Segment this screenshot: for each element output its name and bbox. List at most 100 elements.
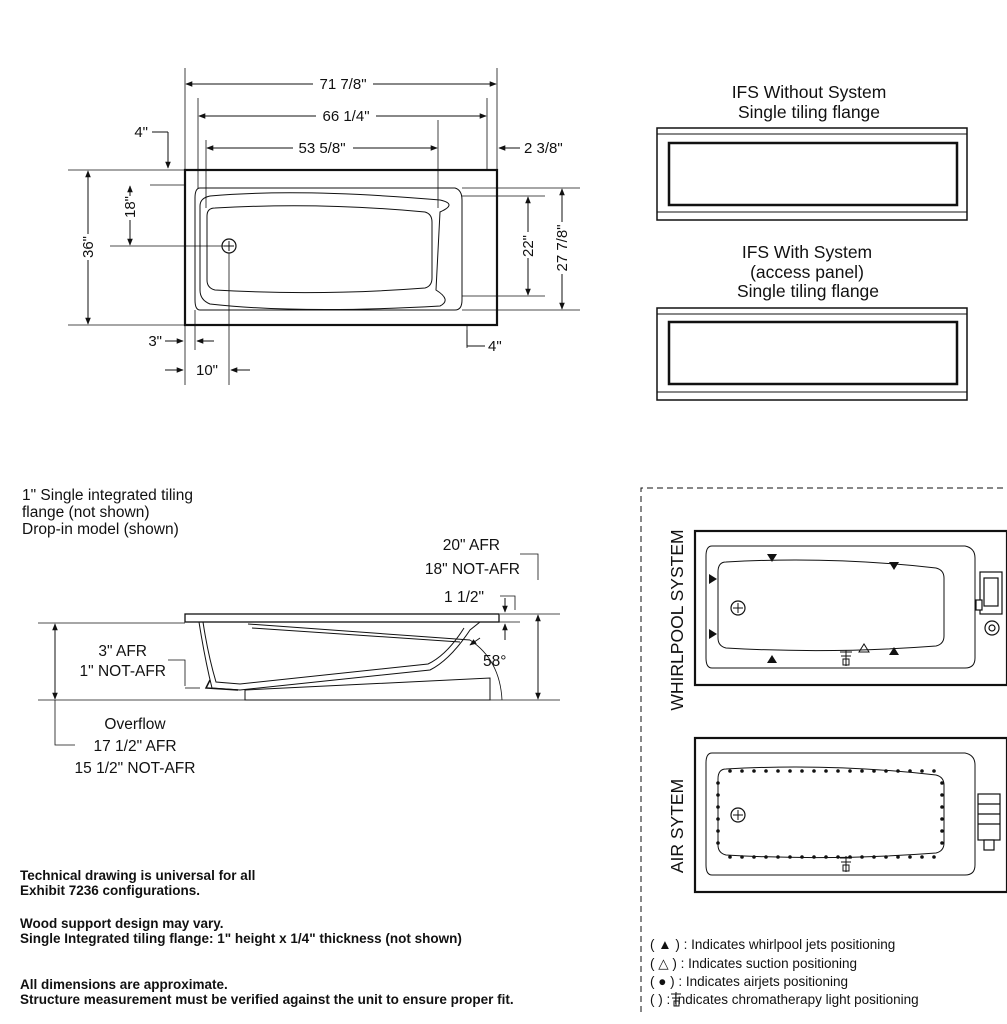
dim-basin-width: 22" (520, 235, 537, 257)
dim-inner-width: 27 7/8" (554, 224, 571, 271)
airjet-icon (884, 855, 888, 859)
ifs-panels: IFS Without System Single tiling flange … (656, 82, 968, 401)
whirlpool-system-label: WHIRLPOOL SYSTEM (667, 529, 687, 710)
airjet-icon (940, 805, 944, 809)
overflow-label: Overflow (104, 716, 166, 733)
legend-chromatherapy-icon (671, 992, 681, 1007)
airjet-icon (716, 805, 720, 809)
dim-inner-length: 66 1/4" (322, 108, 369, 125)
tub-outline (183, 168, 499, 327)
airjet-icon (776, 769, 780, 773)
airjet-icon (752, 769, 756, 773)
airjet-icon (896, 855, 900, 859)
airjet-icon (932, 855, 936, 859)
ifs-with-access: (access panel) (750, 262, 864, 282)
airjet-icon (932, 769, 936, 773)
ifs-with-subtitle: Single tiling flange (737, 281, 879, 301)
dim-overall-width: 36" (80, 236, 97, 258)
dim-basin-length: 53 5/8" (298, 140, 345, 157)
legend-airjets: ( ● ) : Indicates airjets positioning (650, 974, 848, 989)
height-not-afr: 18" NOT-AFR (425, 561, 520, 578)
airjet-icon (716, 793, 720, 797)
airjet-icon (740, 769, 744, 773)
offset-arrows (165, 132, 520, 373)
airjet-icon (812, 769, 816, 773)
air-jets (716, 769, 944, 859)
bottom-offset-leader (466, 330, 485, 347)
dim-bottom-offset: 4" (488, 338, 502, 355)
airjet-icon (836, 855, 840, 859)
airjet-icon (812, 855, 816, 859)
legend: ( ▲ ) : Indicates whirlpool jets positio… (650, 937, 919, 1007)
section-leader-arrows (469, 598, 508, 646)
airjet-icon (716, 781, 720, 785)
airjet-icon (716, 817, 720, 821)
whirlpool-pump-icon (975, 571, 1003, 636)
ifs-without-title: IFS Without System (732, 82, 887, 102)
airjet-icon (800, 769, 804, 773)
airjet-icon (716, 841, 720, 845)
flange-note-line-1: 1" Single integrated tiling (22, 487, 193, 504)
airjet-icon (940, 817, 944, 821)
airjet-icon (872, 855, 876, 859)
air-system-label: AIR SYTEM (667, 779, 687, 873)
whirlpool-jet-icon (767, 655, 777, 663)
flange-note-line-3: Drop-in model (shown) (22, 521, 179, 538)
whirlpool-jet-icon (709, 629, 717, 639)
tub-basin-outer (199, 192, 450, 311)
air-blower-icon (977, 793, 1001, 851)
dim-drain-from-left: 10" (196, 362, 218, 379)
section-view: 1" Single integrated tiling flange (not … (22, 487, 560, 777)
tub-rim (194, 187, 463, 311)
whirlpool-jets (709, 554, 899, 663)
plan-dimension-labels: 71 7/8" 66 1/4" 53 5/8" 2 3/8" 4" 18" 36… (78, 74, 572, 379)
dim-overall-length: 71 7/8" (319, 76, 366, 93)
section-extension-lines (38, 553, 560, 746)
chromatherapy-light-icon (840, 650, 852, 666)
flange-note-line-2: flange (not shown) (22, 504, 150, 521)
airjet-icon (920, 855, 924, 859)
legend-whirlpool-jets: ( ▲ ) : Indicates whirlpool jets positio… (650, 937, 895, 952)
note-universal-drawing: Technical drawing is universal for all E… (20, 868, 256, 898)
height-afr: 20" AFR (443, 537, 500, 554)
dim-drain-from-top: 18" (122, 196, 139, 218)
chromatherapy-light-icon (840, 856, 852, 872)
airjet-icon (788, 769, 792, 773)
airjet-icon (920, 769, 924, 773)
extension-lines (68, 68, 580, 385)
rim-height: 1 1/2" (444, 589, 484, 606)
draft-angle: 58° (483, 653, 506, 670)
legend-chromatherapy: ( ) : Indicates chromatherapy light posi… (650, 992, 919, 1007)
floor-not-afr: 1" NOT-AFR (80, 663, 166, 680)
airjet-icon (764, 855, 768, 859)
airjet-icon (908, 855, 912, 859)
overflow-afr: 17 1/2" AFR (93, 738, 176, 755)
whirlpool-jet-icon (709, 574, 717, 584)
airjet-icon (728, 769, 732, 773)
airjet-icon (716, 829, 720, 833)
airjet-icon (860, 855, 864, 859)
airjet-icon (940, 841, 944, 845)
note-wood-support: Wood support design may vary. Single Int… (20, 916, 462, 946)
airjet-icon (848, 769, 852, 773)
floor-afr: 3" AFR (98, 643, 147, 660)
airjet-icon (764, 769, 768, 773)
whirlpool-jet-icon (889, 562, 899, 570)
ifs-without-panel (656, 127, 968, 221)
whirlpool-tub (693, 529, 1007, 687)
whirlpool-jet-icon (767, 554, 777, 562)
airjet-icon (884, 769, 888, 773)
note-approximate-dimensions: All dimensions are approximate. Structur… (20, 977, 514, 1007)
dim-left-offset: 3" (148, 333, 162, 350)
air-drain-icon (730, 807, 746, 823)
tub-basin (206, 205, 433, 294)
whirlpool-drain-icon (730, 600, 746, 616)
airjet-icon (896, 769, 900, 773)
dim-top-offset: 4" (134, 124, 148, 141)
air-tub (693, 736, 1007, 894)
airjet-icon (824, 855, 828, 859)
airjet-icon (752, 855, 756, 859)
tub-section (184, 613, 500, 701)
